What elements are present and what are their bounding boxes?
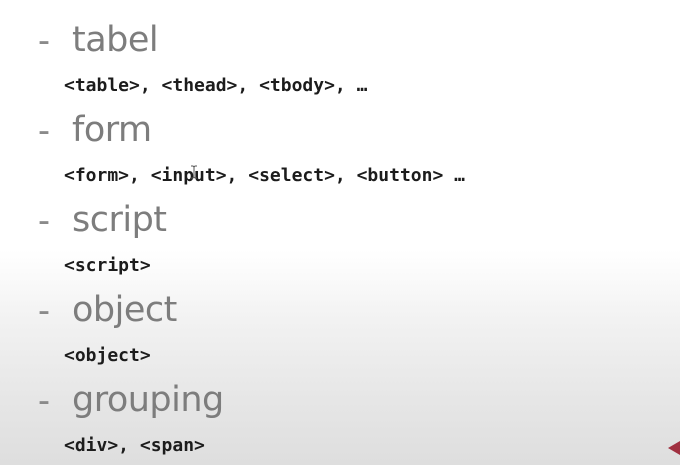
heading-grouping: grouping xyxy=(72,380,224,420)
heading-form: form xyxy=(72,110,152,150)
heading-object: object xyxy=(72,290,177,330)
bullet-dash: - xyxy=(38,19,50,60)
corner-marker-icon xyxy=(668,441,680,455)
heading-tabel: tabel xyxy=(72,20,159,60)
heading-script: script xyxy=(72,200,167,240)
bullet-dash: - xyxy=(38,379,50,420)
text-cursor-icon xyxy=(190,165,198,179)
bullet-dash: - xyxy=(38,289,50,330)
code-form: <form>, <input>, <select>, <button> … xyxy=(64,165,465,186)
code-object: <object> xyxy=(64,345,151,366)
code-grouping: <div>, <span> xyxy=(64,435,205,456)
code-script: <script> xyxy=(64,255,151,276)
bullet-dash: - xyxy=(38,199,50,240)
bullet-dash: - xyxy=(38,109,50,150)
code-tabel: <table>, <thead>, <tbody>, … xyxy=(64,75,368,96)
